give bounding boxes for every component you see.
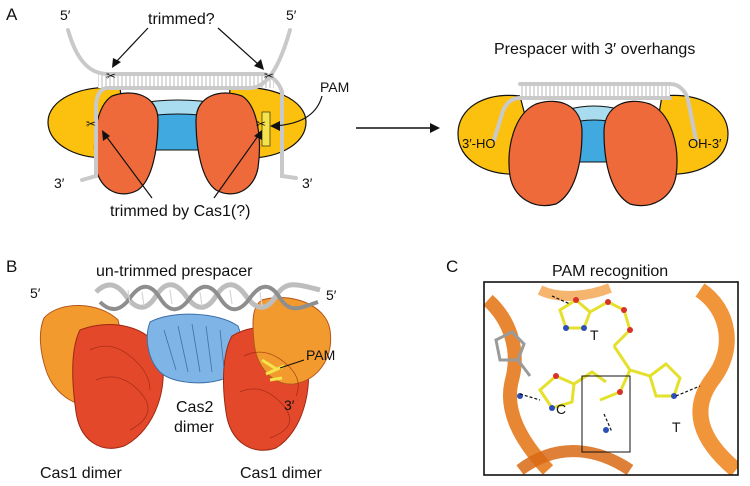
cas1-right-label: Cas1 dimer — [240, 465, 322, 482]
base-label-t1: T — [590, 327, 599, 343]
cas1-left-label: Cas1 dimer — [40, 465, 122, 482]
b-five-prime-left: 5′ — [30, 285, 41, 301]
scissors-icon-top-right: ✂ — [264, 69, 274, 83]
pam-pointer-b — [279, 359, 305, 369]
panel-b-letter: B — [6, 257, 17, 276]
result-title: Prespacer with 3′ overhangs — [494, 41, 695, 58]
pam-label-b: PAM — [306, 347, 335, 363]
scissors-icon-top-left: ✂ — [106, 69, 116, 83]
panel-b-title: un-trimmed prespacer — [96, 263, 253, 280]
cas-complex-trimmed — [457, 82, 729, 207]
panel-c-title: PAM recognition — [552, 263, 668, 280]
three-prime-right-label: 3′ — [302, 175, 313, 191]
dna-helix-strand-2 — [98, 284, 319, 312]
cas1-red-body-right-trimmed — [603, 100, 678, 207]
dna-strand-bottom — [80, 28, 292, 182]
cas-complex-untrimmed: ✂ ✂ ✂ ✂ — [47, 28, 307, 195]
five-prime-left-label: 5′ — [60, 7, 71, 23]
helix-ribbon-right — [692, 283, 738, 475]
highlight-box — [581, 375, 631, 453]
prespacer-duplex — [98, 74, 274, 88]
panel-c-frame — [483, 281, 739, 476]
nucleotide-sticks — [538, 298, 682, 410]
three-prime-left-label: 3′ — [54, 175, 65, 191]
helix-ribbon-top — [537, 283, 612, 301]
helix-ribbon-left — [484, 294, 554, 475]
pam-strip — [261, 111, 271, 147]
dna-strand-top — [66, 28, 298, 180]
b-three-prime: 3′ — [284, 397, 295, 413]
cas2-label-line2: dimer — [174, 419, 215, 436]
cas1-left-red — [72, 324, 164, 449]
cas1-red-body-left — [93, 92, 159, 195]
dna-strand-top-trimmed — [518, 82, 698, 142]
side-chain-sticks — [494, 330, 532, 377]
dna-strand-bottom-trimmed — [492, 96, 672, 142]
pam-label-a: PAM — [320, 79, 349, 95]
scissors-icon-mid-right: ✂ — [256, 117, 266, 131]
oh-end-label: OH-3′ — [688, 136, 722, 151]
base-label-t2: T — [672, 419, 681, 435]
panel-a-arrows — [102, 27, 323, 199]
cas1-red-body-left-trimmed — [508, 100, 583, 207]
scissors-icon-mid-left: ✂ — [86, 117, 96, 131]
five-prime-right-label: 5′ — [286, 7, 297, 23]
prespacer-duplex-trimmed — [520, 84, 670, 98]
transition-arrow — [356, 123, 440, 133]
b-five-prime-right: 5′ — [326, 287, 337, 303]
trimmed-question-label: trimmed? — [148, 11, 215, 28]
trimmed-by-cas1-label: trimmed by Cas1(?) — [110, 203, 250, 220]
panel-c-letter: C — [446, 257, 458, 276]
hydrogen-bonds — [519, 295, 701, 433]
cas1-right-orange — [252, 297, 332, 385]
ho-end-label: 3′-HO — [462, 136, 496, 151]
panel-a-letter: A — [6, 5, 18, 24]
base-label-c: C — [556, 401, 566, 417]
structure-render — [39, 282, 332, 451]
helix-ribbon-bottom — [516, 445, 634, 475]
cas2-label-line1: Cas2 — [176, 399, 213, 416]
pam-recognition-view — [484, 282, 738, 475]
